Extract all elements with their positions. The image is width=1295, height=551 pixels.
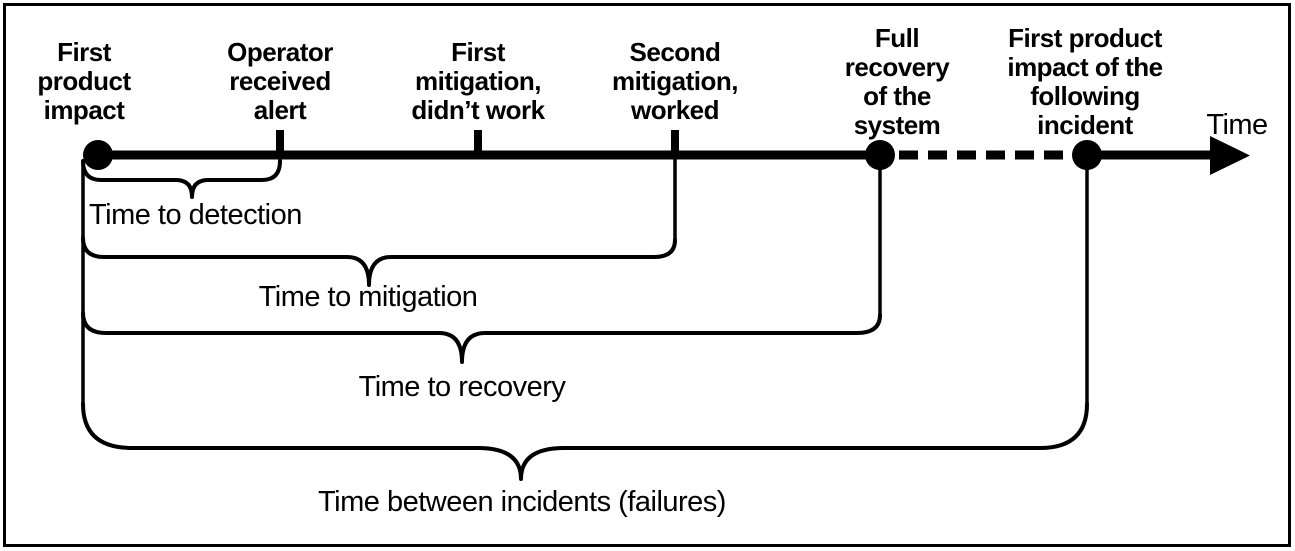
event-label-full-recovery: Full recovery of the system [844,23,950,140]
event-dot-first-product-impact [83,140,113,170]
event-label-operator-received-alert: Operator received alert [227,37,333,125]
event-label-second-mitigation: Second mitigation, worked [612,37,738,125]
time-axis-label: Time [1206,109,1268,141]
span-label-time-to-recovery: Time to recovery [358,371,566,403]
event-label-first-product-impact: First product impact [37,37,131,125]
span-label-time-to-mitigation: Time to mitigation [258,281,478,313]
brace-time-to-recovery [81,311,882,364]
event-label-next-incident: First product impact of the following in… [1007,23,1163,140]
brace-time-to-detection [81,159,282,199]
time-axis-arrowhead-icon [1210,136,1250,175]
span-label-time-between-incidents: Time between incidents (failures) [318,486,726,518]
event-dot-full-recovery [865,140,895,170]
brace-time-between-incidents [81,402,1089,481]
event-dot-next-incident [1072,140,1102,170]
brace-time-to-mitigation [81,236,677,287]
span-label-time-to-detection: Time to detection [89,199,302,231]
event-label-first-mitigation: First mitigation, didn’t work [411,37,545,125]
